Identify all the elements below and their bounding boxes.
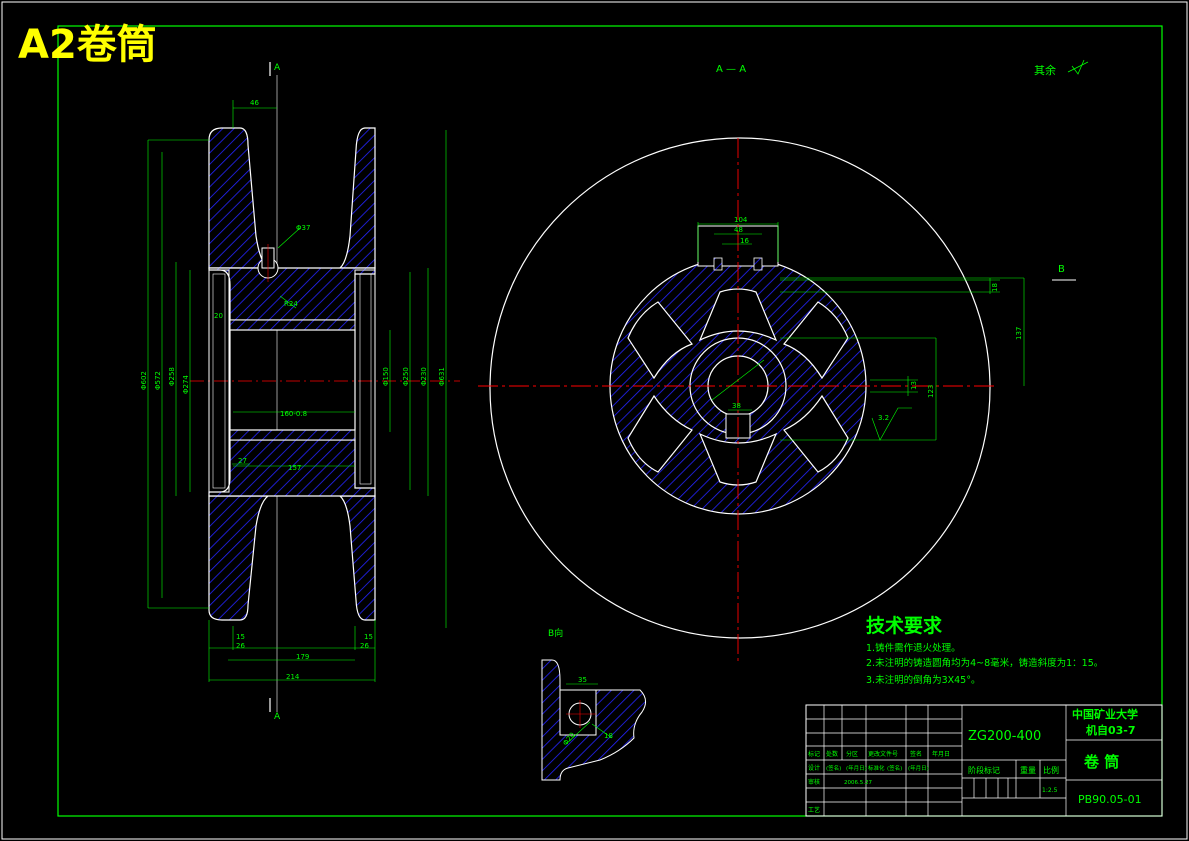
sheet-label: A2卷筒 <box>18 22 157 68</box>
detail-b-view: B向 35 18 Φ20 <box>541 627 646 781</box>
dim-20: 20 <box>214 312 223 320</box>
part-name: 卷 筒 <box>1083 753 1119 771</box>
row-label-mark: 标记 <box>808 750 820 758</box>
scale-label: 比例 <box>1043 765 1059 775</box>
dim-214: 214 <box>286 673 300 681</box>
dim-h18: 18 <box>991 283 999 292</box>
dim-h137: 137 <box>1015 327 1023 340</box>
std-date-ph: (年月日) <box>908 764 929 772</box>
dim-d631: Φ631 <box>438 367 446 386</box>
review-label: 审核 <box>808 778 820 786</box>
dim-r24: R24 <box>284 300 298 308</box>
dim-48: 48 <box>734 226 743 234</box>
dim-38: 38 <box>732 402 741 410</box>
design-date-ph: (年月日) <box>846 764 867 772</box>
tech-item-2: 2.未注明的铸造圆角均为4~8毫米，铸造斜度为1：15。 <box>866 657 1103 669</box>
dim-d37: Φ37 <box>296 224 310 232</box>
dim-h123: 123 <box>927 385 935 398</box>
university: 中国矿业大学 <box>1072 707 1138 721</box>
dim-27: 27 <box>238 457 247 465</box>
design-date: 2006.5.27 <box>844 780 872 786</box>
dim-d250: Φ250 <box>402 367 410 386</box>
tech-title: 技术要求 <box>866 614 943 637</box>
detail-dim-35: 35 <box>578 676 587 684</box>
std-sign: (签名) <box>887 764 902 772</box>
section-view-left: 46 Φ37 R24 Φ602 Φ572 Φ258 Φ274 Φ150 Φ250… <box>140 62 460 722</box>
class-name: 机自03-7 <box>1086 723 1136 737</box>
dim-d230: Φ230 <box>420 367 428 386</box>
detail-dim-18: 18 <box>604 732 613 740</box>
view-title: A — A <box>716 64 746 75</box>
dim-16: 16 <box>740 237 749 245</box>
dim-h13: 13 <box>910 381 918 390</box>
b-view-title: B向 <box>548 627 563 639</box>
drawing-number: PB90.05-01 <box>1078 793 1142 806</box>
section-mark-top: A <box>274 63 281 73</box>
tech-item-3: 3.未注明的倒角为3X45°。 <box>866 674 980 686</box>
dim-d274: Φ274 <box>182 375 190 394</box>
row-label-change: 更改文件号 <box>868 750 898 758</box>
dim-26-right: 26 <box>360 642 369 650</box>
dim-d258: Φ258 <box>168 367 176 386</box>
dim-179: 179 <box>296 653 309 661</box>
std-label: 标准化 <box>868 764 885 772</box>
design-label: 设计 <box>808 764 820 772</box>
section-mark-bottom: A <box>274 712 281 722</box>
dim-160: 160-0.8 <box>280 410 307 418</box>
material: ZG200-400 <box>968 729 1041 744</box>
dim-46: 46 <box>250 99 259 107</box>
row-label-date: 年月日 <box>932 750 950 758</box>
dim-15-left: 15 <box>236 633 245 641</box>
tech-item-1: 1.铸件需作退火处理。 <box>866 642 961 654</box>
row-label-sign: 签名 <box>910 750 922 758</box>
dim-d572: Φ572 <box>154 371 162 390</box>
end-view-right: A — A 其余 <box>478 59 1089 662</box>
dim-15-right: 15 <box>364 633 373 641</box>
row-label-zone: 分区 <box>846 750 858 758</box>
title-block: ZG200-400 中国矿业大学 机自03-7 卷 筒 PB90.05-01 阶… <box>805 704 1163 817</box>
dim-104: 104 <box>734 216 748 224</box>
dim-26-left: 26 <box>236 642 245 650</box>
process-label: 工艺 <box>808 806 820 814</box>
rough-32: 3.2 <box>878 414 889 422</box>
scale-value: 1:2.5 <box>1042 787 1058 794</box>
design-sign: (签名) <box>826 764 841 772</box>
roughness-note: 其余 <box>1034 63 1056 77</box>
b-arrow-label: B <box>1058 264 1065 275</box>
dim-157: 157 <box>288 464 301 472</box>
tech-requirements: 技术要求 1.铸件需作退火处理。 2.未注明的铸造圆角均为4~8毫米，铸造斜度为… <box>866 614 1103 686</box>
stage-label: 阶段标记 <box>968 765 1000 775</box>
dim-d602: Φ602 <box>140 371 148 390</box>
dim-d150: Φ150 <box>382 367 390 386</box>
drawing-border <box>57 25 1163 817</box>
row-label-count: 处数 <box>826 750 838 758</box>
weight-label: 重量 <box>1020 765 1036 775</box>
